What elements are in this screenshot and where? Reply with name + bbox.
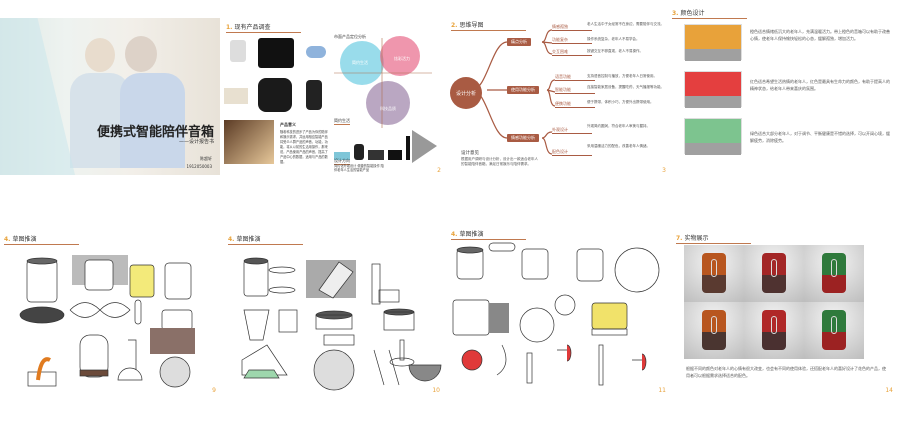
leaf-node: 交互困难 — [552, 49, 592, 56]
page-number: 9 — [212, 387, 216, 394]
leaf-node: 功能复杂 — [552, 37, 592, 44]
cover-title: 便携式智能陪伴音箱 — [96, 125, 214, 140]
leaf-description: 便于携带，体积小巧，方便外出携带使用。 — [587, 100, 654, 104]
slide-header: 4.草图推演 — [228, 234, 303, 245]
leaf-node: 便携功能 — [555, 101, 595, 108]
showcase-caption: 根据不同的颜色对老年人的心情有很大改变，也会有不同的使用体验，还搭配老年人的喜好… — [686, 366, 886, 378]
design-title: 设计方向 — [334, 158, 350, 165]
color-description: 红色适合希望生活热情的老年人，红色是最具有生命力的颜色，有助于提高人的精神状态，… — [750, 79, 890, 91]
branch-node: 痛点分析 — [507, 38, 531, 46]
slide-header: 4.草图推演 — [4, 234, 79, 245]
cover-subtitle: ——设计报告书 — [178, 139, 214, 145]
sketch-drawings — [452, 242, 660, 386]
leaf-description: 按键交互不够直观，老人不易操作。 — [587, 49, 643, 53]
sketch-slide-1[interactable]: 4.草图推演 9 — [0, 230, 220, 398]
meaning-title: 产品意义 — [280, 122, 296, 127]
product-image — [258, 38, 294, 68]
trend-products — [334, 136, 410, 160]
product-image — [258, 78, 292, 112]
leaf-node: 配色设计 — [552, 149, 592, 156]
slide-header: 2.思维导图 — [451, 20, 526, 31]
trend-title: 简约生活 — [334, 118, 350, 125]
slide-header: 7.实物展示 — [676, 233, 751, 244]
color-description: 绿色适合大部分老年人，对于调节、平衡健康是不错的选择，可以开阔心境，缓解疲劳，消… — [750, 131, 890, 143]
quad-label: 炫彩活力 — [394, 56, 410, 61]
branch-node: 使用功能分析 — [507, 86, 539, 94]
product-image — [224, 88, 248, 104]
leaf-node: 智能功能 — [555, 87, 595, 94]
cover-student-id: 1912050003 — [186, 164, 212, 169]
leaf-node: 语音功能 — [555, 74, 595, 81]
page-number: 2 — [437, 167, 441, 174]
leaf-node: 外观设计 — [552, 127, 592, 134]
cover-photo — [70, 28, 210, 168]
product-image — [306, 80, 322, 110]
meaning-text: 随着科技的进步了产品为你的陪伴和娱乐需求，并运用相应智能产品将受众人群产品的声音… — [280, 130, 328, 164]
product-render — [804, 302, 864, 359]
slide-header: 3.颜色设计 — [672, 8, 747, 19]
page-number: 3 — [662, 167, 666, 174]
leaf-description: 支持语音控制与播放，方便老年人日常使用。 — [587, 74, 657, 78]
color-description: 橙色适合情绪低沉大的老年人，充满温暖活力。带上橙色的音箱可以有助于改善心情，使老… — [750, 29, 890, 41]
product-render — [744, 302, 804, 359]
color-swatch-green — [684, 118, 742, 155]
cover-slide[interactable]: 便携式智能陪伴音箱 ——设计报告书 陈超轩 1912050003 — [0, 18, 220, 175]
product-showcase-slide[interactable]: 7.实物展示 根据不同的颜色对老年人的心情有很大改变，也会有不同的使用体验，还搭… — [672, 225, 897, 398]
product-image — [230, 40, 246, 62]
page-number: 10 — [432, 387, 440, 394]
product-image — [306, 46, 326, 58]
cover-author: 陈超轩 — [200, 156, 212, 161]
product-render — [684, 302, 744, 359]
color-swatch-orange — [684, 24, 742, 61]
product-render-grid — [684, 245, 864, 359]
leaf-description: 采用温暖活力的配色，改善老年人情绪。 — [587, 144, 650, 148]
cover-decor — [0, 18, 75, 175]
leaf-description: 外观简约圆润，符合老年人审美与握持。 — [587, 124, 650, 128]
note-title: 设计意见 — [461, 151, 479, 156]
product-render — [744, 245, 804, 302]
slide-header: 4.草图推演 — [451, 229, 526, 240]
note-text: 根据用户调研与设计分析，设计出一款适合老年人的智能陪伴音箱，满足日常娱乐与陪伴需… — [461, 157, 538, 166]
quad-label: 简约生活 — [352, 60, 368, 65]
leaf-description: 老人生活中子女经常不在身边，需要陪伴与交流。 — [587, 22, 664, 26]
product-render — [684, 245, 744, 302]
positioning-title: 市面产品定位分析 — [334, 34, 366, 39]
sketch-slide-3[interactable]: 4.草图推演 11 — [447, 225, 670, 398]
leaf-description: 连接智能家居设备，提醒吃药，天气播报等功能。 — [587, 85, 664, 89]
meaning-photo — [224, 120, 274, 164]
mind-map-center: 设计分析 — [450, 77, 482, 109]
leaf-node: 情感孤独 — [552, 24, 592, 31]
design-text: 简约化外观设计 便捷的智能操作 陪伴老年人生活的智能产品 — [334, 164, 384, 172]
slide-header: 1.现有产品调查 — [226, 22, 301, 33]
sketch-slide-2[interactable]: 4.草图推演 10 — [224, 230, 444, 398]
color-swatch-red — [684, 71, 742, 108]
positioning-map — [334, 36, 437, 163]
product-render — [804, 245, 864, 302]
leaf-description: 操作系统复杂，老年人不易学会。 — [587, 37, 640, 41]
branch-node: 情感功能分析 — [507, 134, 539, 142]
quad-label: 科技品质 — [380, 106, 396, 111]
mind-map-slide[interactable]: 2.思维导图 设计分析 痛点分析 使用功能分析 情感功能分析 情感孤独 功能复杂… — [447, 10, 670, 178]
page-number: 14 — [885, 387, 893, 394]
page-number: 11 — [658, 387, 666, 394]
color-design-slide[interactable]: 3.颜色设计 橙色适合情绪低沉大的老年人，充满温暖活力。带上橙色的音箱可以有助于… — [672, 0, 899, 178]
sketch-drawings — [241, 257, 442, 391]
sketch-drawings — [19, 255, 195, 388]
product-research-slide[interactable]: 1.现有产品调查 市面产品定位分析 简约生活 炫彩活力 科技品质 产品意义 随着… — [222, 18, 445, 178]
